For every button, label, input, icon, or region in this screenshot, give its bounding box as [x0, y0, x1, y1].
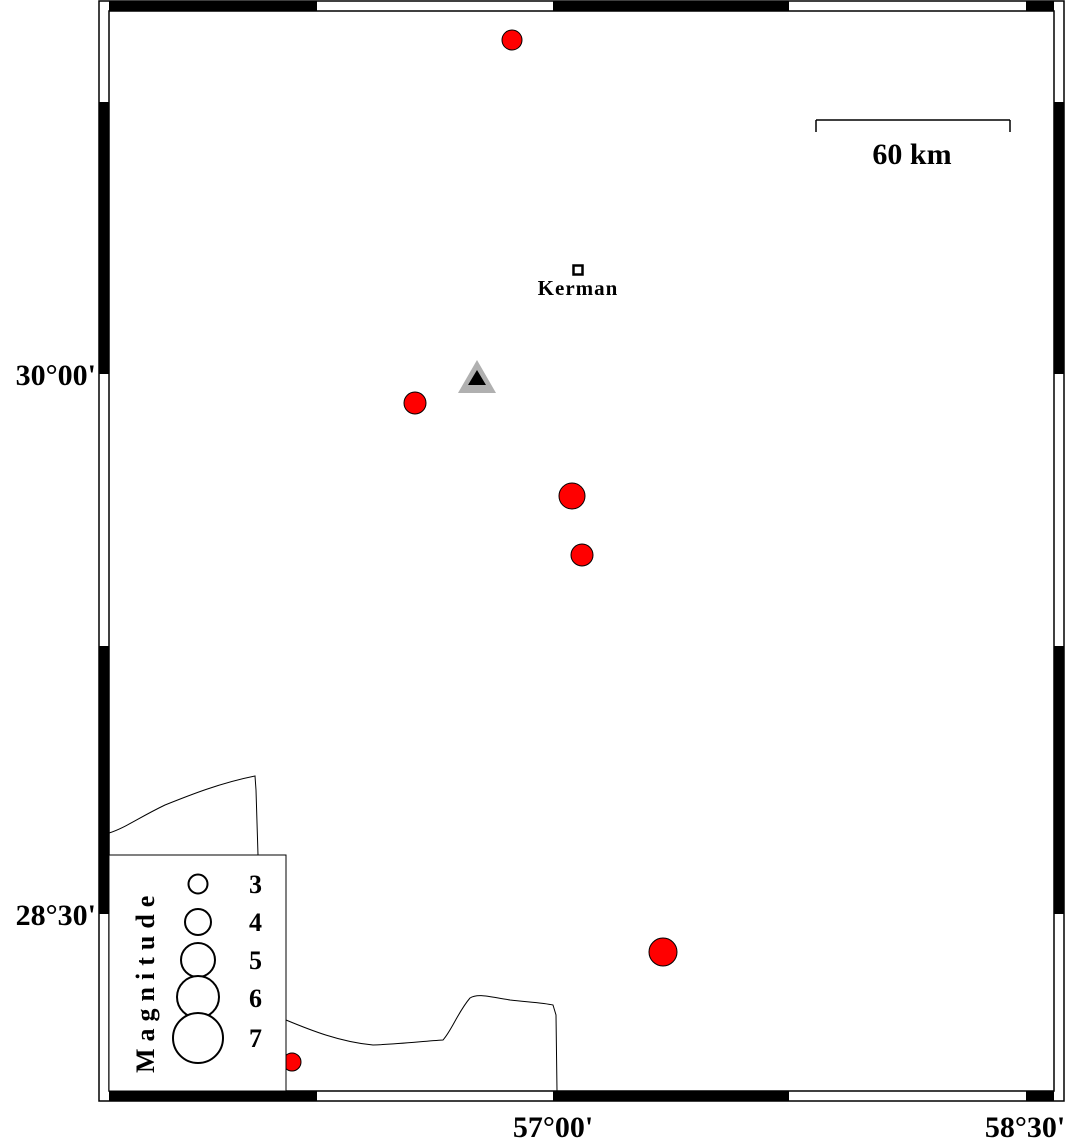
legend-title: Magnitude [131, 889, 160, 1073]
frame-left-segments [99, 102, 109, 914]
earthquake-events [282, 29, 678, 1072]
legend-label-5: 5 [249, 946, 262, 975]
earthquake-event-2 [403, 391, 427, 415]
legend-circle-7 [172, 1012, 224, 1064]
lon-tick-label-58-30: 58°30' [985, 1111, 1065, 1140]
scale-bar-label: 60 km [872, 138, 951, 171]
legend-circle-4 [184, 908, 212, 936]
city-label-kerman: Kerman [538, 276, 619, 300]
earthquake-event-5 [648, 937, 678, 967]
legend-circle-5 [180, 942, 216, 978]
legend-label-7: 7 [249, 1024, 262, 1053]
border-line-south [285, 995, 558, 1092]
frame-top-segments [109, 1, 1054, 11]
legend-label-4: 4 [249, 908, 262, 937]
legend-circle-6 [176, 975, 220, 1019]
legend-label-3: 3 [249, 870, 262, 899]
legend-label-6: 6 [249, 984, 262, 1013]
station-triangle-icon [458, 360, 496, 393]
magnitude-legend: Magnitude 3 4 5 6 7 [108, 854, 287, 1092]
lon-tick-label-57: 57°00' [513, 1111, 593, 1140]
lat-tick-label-30: 30°00' [16, 359, 96, 392]
scale-bar [815, 119, 1011, 132]
frame-right-segments [1054, 102, 1064, 914]
earthquake-event-3 [558, 482, 586, 510]
earthquake-event-1 [501, 29, 523, 51]
border-line-northwest [108, 775, 259, 856]
legend-circle-3 [187, 873, 209, 895]
city-marker-icon [572, 264, 584, 276]
earthquake-event-4 [570, 543, 594, 567]
frame-bottom-segments [109, 1091, 1054, 1101]
lat-tick-label-28-30: 28°30' [16, 899, 96, 932]
